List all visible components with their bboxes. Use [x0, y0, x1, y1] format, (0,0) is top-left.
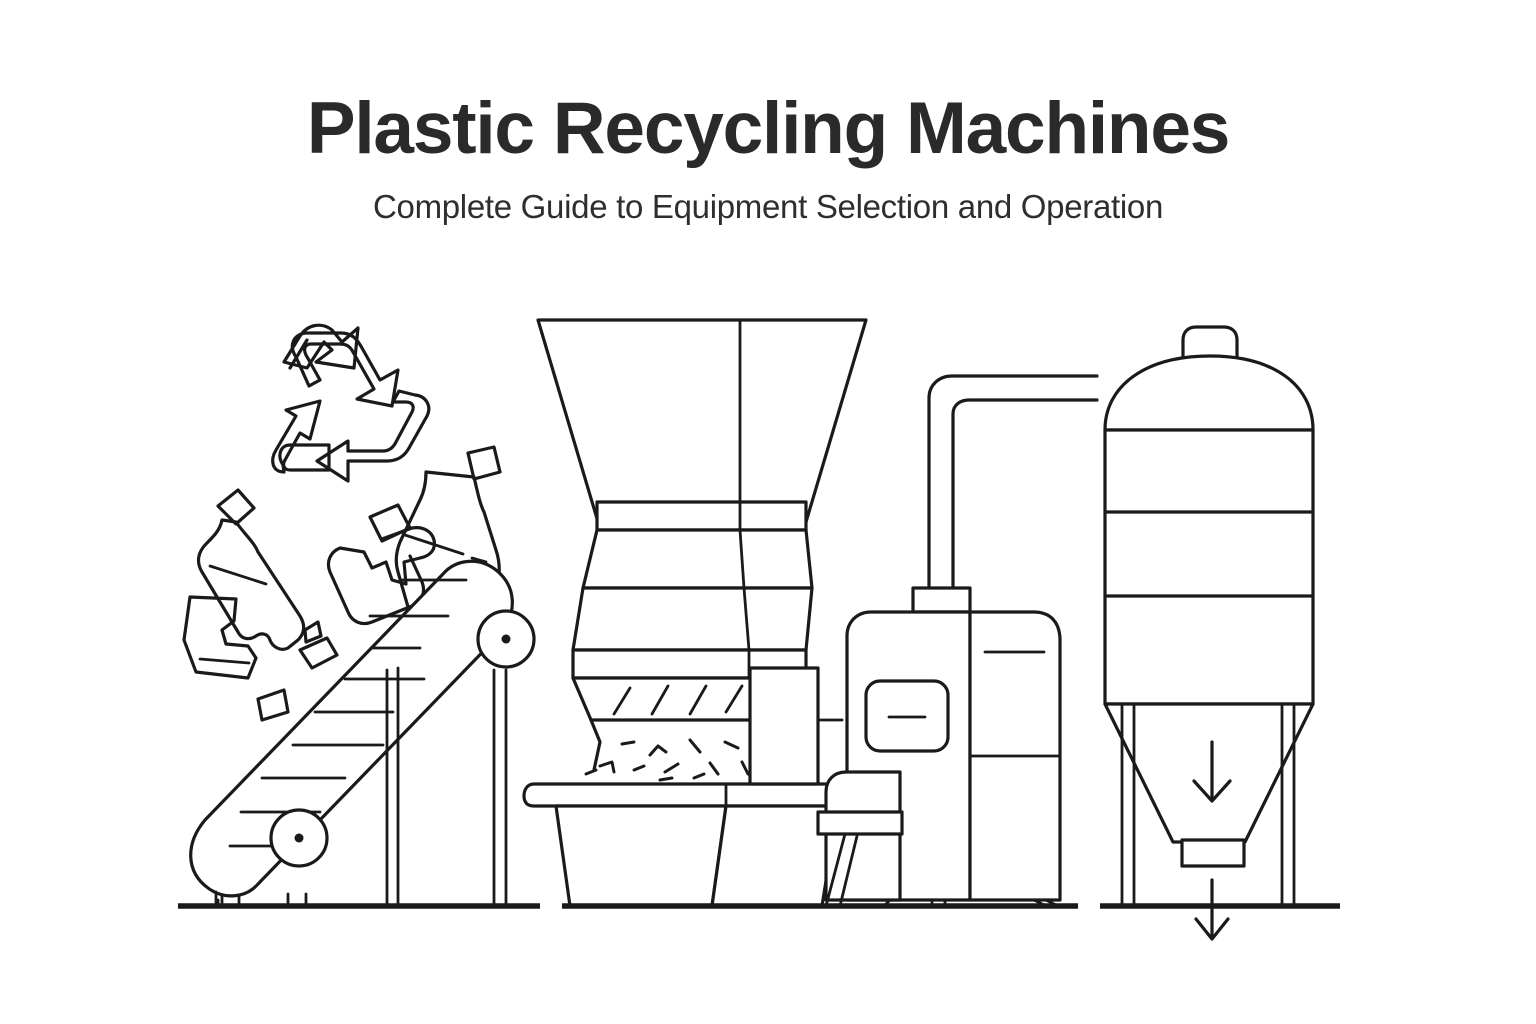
- plastic-shard-icon-3: [256, 688, 290, 722]
- shredder-side-column: [748, 666, 844, 786]
- extruder-unit: [816, 586, 1062, 908]
- silo-flow-arrow-upper: [1192, 740, 1232, 803]
- page-subtitle: Complete Guide to Equipment Selection an…: [372, 188, 1164, 226]
- shredded-flakes: [584, 734, 778, 782]
- recycling-line-illustration: [0, 300, 1536, 960]
- silo-flow-arrow-lower: [1194, 878, 1230, 941]
- extruder-lower-lip: [816, 810, 904, 836]
- shredder-collar: [595, 500, 808, 532]
- silo-vent-cap: [1181, 325, 1239, 360]
- plastic-shard-icon-2: [298, 636, 339, 670]
- shredder-blade-teeth: [612, 684, 780, 716]
- conveyor-roller-lower: [269, 808, 329, 868]
- conveyor-slats: [228, 578, 468, 848]
- page-title: Plastic Recycling Machines: [306, 88, 1230, 169]
- transfer-pipe: [927, 374, 1099, 590]
- recycling-symbol-icon: [271, 323, 431, 483]
- storage-silo: [1103, 325, 1315, 941]
- shredder-machine: [522, 318, 868, 908]
- plastic-bottle-icon: [196, 488, 306, 651]
- extruder-lower-box: [824, 770, 902, 902]
- plastic-shard-icon-4: [303, 620, 323, 644]
- shredder-body-middle: [571, 586, 814, 652]
- conveyor-roller-upper: [476, 609, 536, 669]
- collection-bin-rim: [522, 782, 860, 808]
- header: Plastic Recycling Machines Complete Guid…: [0, 0, 1536, 226]
- silo-dome: [1103, 354, 1315, 432]
- conveyor-legs: [214, 666, 508, 908]
- conveyor-belt: [189, 559, 536, 908]
- plastic-shard-icon-1: [182, 595, 258, 680]
- shredder-hopper: [536, 318, 868, 524]
- shredder-body-upper: [581, 528, 814, 590]
- silo-discharge-gate: [1180, 838, 1246, 868]
- plastic-waste-group: [182, 445, 502, 722]
- silo-legs: [1120, 702, 1296, 908]
- collection-bin-left: [554, 804, 728, 908]
- extruder-flange: [911, 586, 972, 614]
- silo-body: [1103, 428, 1315, 706]
